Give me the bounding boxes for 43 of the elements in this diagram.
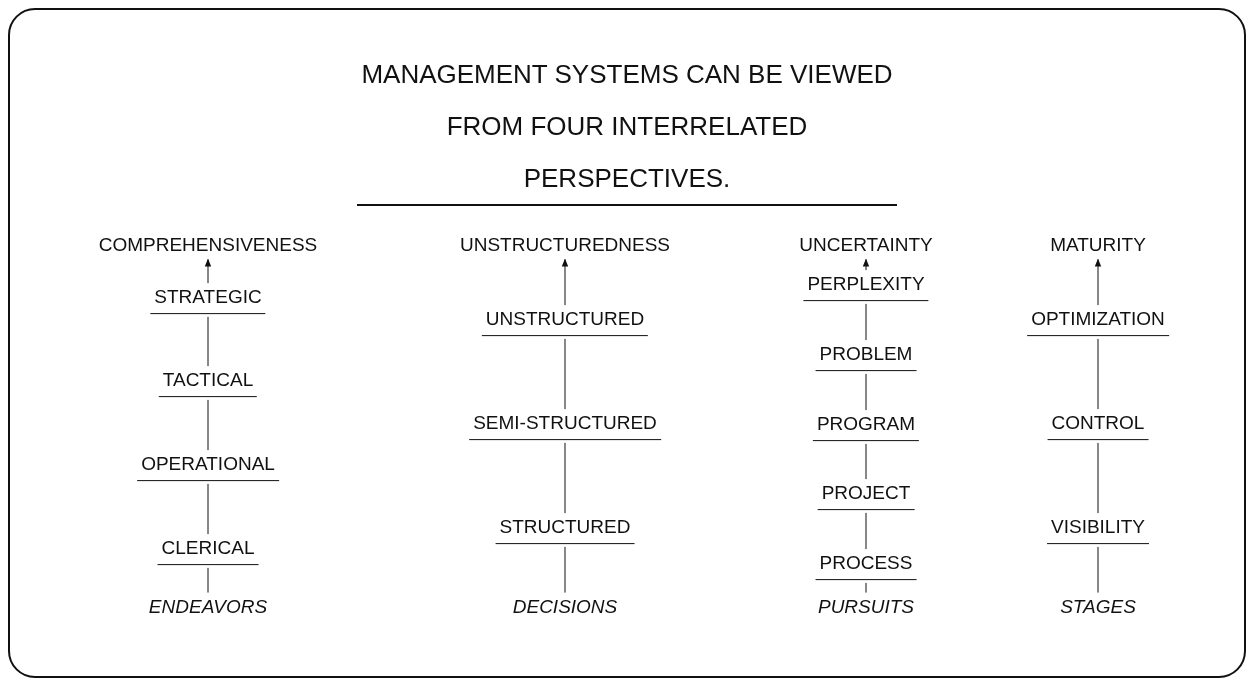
- level-label: OPTIMIZATION: [1027, 308, 1169, 336]
- arrow: [862, 258, 870, 271]
- category-label: PURSUITS: [813, 595, 919, 619]
- arrow: [561, 258, 569, 306]
- connector-line: [865, 443, 867, 480]
- title: MANAGEMENT SYSTEMS CAN BE VIEWED FROM FOUR INTERRELATED PERSPECTIVES.: [357, 48, 897, 206]
- connector-line: [207, 316, 209, 367]
- level-label: CONTROL: [1047, 412, 1149, 440]
- level-label: PROBLEM: [815, 343, 917, 371]
- axis-heading: MATURITY: [1046, 233, 1150, 257]
- connector-line: [1097, 442, 1099, 514]
- connector-line: [865, 373, 867, 411]
- connector-line: [1097, 338, 1099, 410]
- connector-line: [865, 582, 867, 594]
- axis-heading: UNCERTAINTY: [795, 233, 937, 257]
- connector-line: [207, 567, 209, 594]
- category-label: DECISIONS: [508, 595, 622, 619]
- level-label: STRATEGIC: [150, 286, 266, 314]
- connector-line: [865, 512, 867, 550]
- connector-line: [1097, 546, 1099, 594]
- connector-line: [564, 546, 566, 594]
- category-label: ENDEAVORS: [144, 595, 272, 619]
- level-label: PROGRAM: [812, 413, 920, 441]
- level-label: PROJECT: [817, 482, 915, 510]
- level-label: UNSTRUCTURED: [481, 308, 649, 336]
- connector-line: [207, 399, 209, 451]
- connector-line: [564, 442, 566, 514]
- level-label: PERPLEXITY: [803, 273, 929, 301]
- arrow: [1094, 258, 1102, 306]
- arrow: [204, 258, 212, 284]
- axis-heading: UNSTRUCTUREDNESS: [455, 233, 675, 257]
- level-label: VISIBILITY: [1047, 516, 1149, 544]
- level-label: OPERATIONAL: [137, 453, 279, 481]
- category-label: STAGES: [1056, 595, 1140, 619]
- level-label: CLERICAL: [157, 537, 259, 565]
- connector-line: [207, 483, 209, 535]
- axis-heading: COMPREHENSIVENESS: [94, 233, 322, 257]
- level-label: STRUCTURED: [495, 516, 635, 544]
- connector-line: [564, 338, 566, 410]
- level-label: TACTICAL: [158, 369, 258, 397]
- level-label: PROCESS: [815, 552, 917, 580]
- connector-line: [865, 303, 867, 341]
- level-label: SEMI-STRUCTURED: [469, 412, 661, 440]
